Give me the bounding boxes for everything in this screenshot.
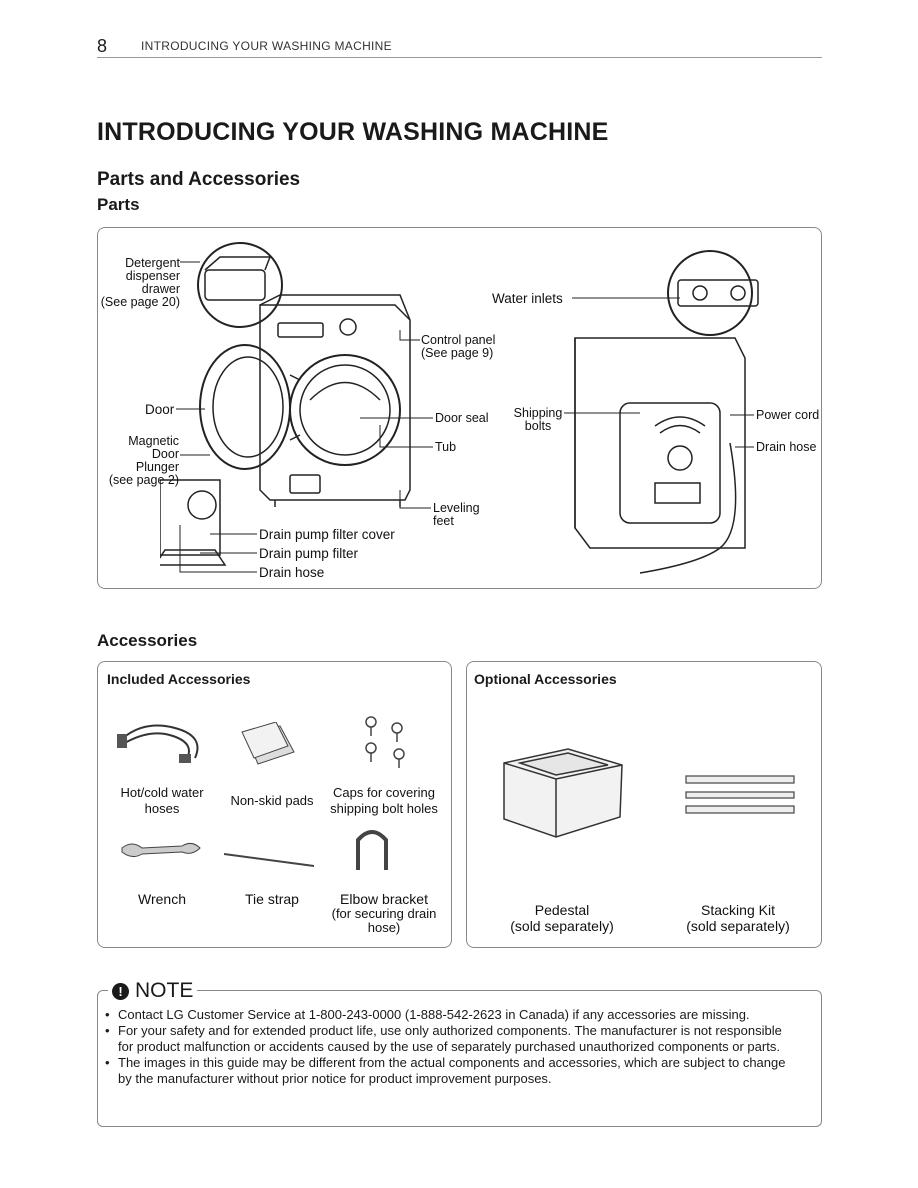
leader-lines [176, 261, 754, 573]
label-tub: Tub [435, 440, 457, 454]
running-header: INTRODUCING YOUR WASHING MACHINE [141, 39, 392, 53]
front-washer-illustration [160, 242, 411, 566]
note-item: For your safety and for extended product… [105, 1023, 795, 1055]
pedestal-label: Pedestal(sold separately) [510, 902, 614, 934]
tie-strap-label: Tie strap [245, 891, 299, 907]
optional-accessories-title: Optional Accessories [474, 671, 617, 687]
section-heading: Parts and Accessories [97, 169, 301, 190]
elbow-bracket-label: Elbow bracket (for securing drain hose) [331, 891, 437, 935]
pads-label: Non-skid pads [230, 793, 314, 808]
label-door: Door [145, 402, 175, 417]
stacking-kit-label: Stacking Kit(sold separately) [686, 902, 790, 934]
page-title: INTRODUCING YOUR WASHING MACHINE [97, 118, 609, 146]
label-drain-pump-filter: Drain pump filter [259, 546, 359, 561]
exclamation-icon: ! [112, 982, 129, 1000]
water-hoses-icon [117, 724, 199, 763]
note-box [97, 990, 822, 1127]
page-number: 8 [97, 36, 108, 56]
label-control-panel: Control panel(See page 9) [421, 333, 496, 360]
included-accessories-title: Included Accessories [107, 671, 251, 687]
note-heading: ! NOTE [108, 979, 198, 1003]
label-water-inlets: Water inlets [492, 291, 563, 306]
accessories-heading: Accessories [97, 631, 198, 650]
label-drain-pump-filter-cover: Drain pump filter cover [259, 527, 395, 542]
note-list: Contact LG Customer Service at 1-800-243… [105, 1007, 795, 1087]
label-power-cord: Power cord [756, 408, 820, 422]
tie-strap-icon [223, 853, 315, 867]
back-washer-illustration [574, 250, 759, 574]
parts-heading: Parts [97, 195, 140, 214]
included-accessories-box [97, 661, 452, 948]
label-drain-hose-front: Drain hose [259, 565, 325, 580]
elbow-bracket-icon [356, 830, 388, 870]
wrench-icon [121, 842, 201, 858]
note-heading-text: NOTE [135, 979, 194, 1002]
note-item: The images in this guide may be differen… [105, 1055, 795, 1087]
header-rule [97, 57, 822, 58]
caps-icon [365, 716, 405, 768]
parts-figure-box [97, 227, 822, 589]
note-item: Contact LG Customer Service at 1-800-243… [105, 1007, 795, 1023]
label-drain-hose-back: Drain hose [756, 440, 817, 454]
wrench-label: Wrench [138, 891, 186, 907]
stacking-kit-icon [685, 775, 795, 814]
optional-accessories-box [466, 661, 822, 948]
non-skid-pads-icon [241, 722, 295, 765]
label-door-seal: Door seal [435, 411, 489, 425]
pedestal-icon [503, 748, 623, 838]
